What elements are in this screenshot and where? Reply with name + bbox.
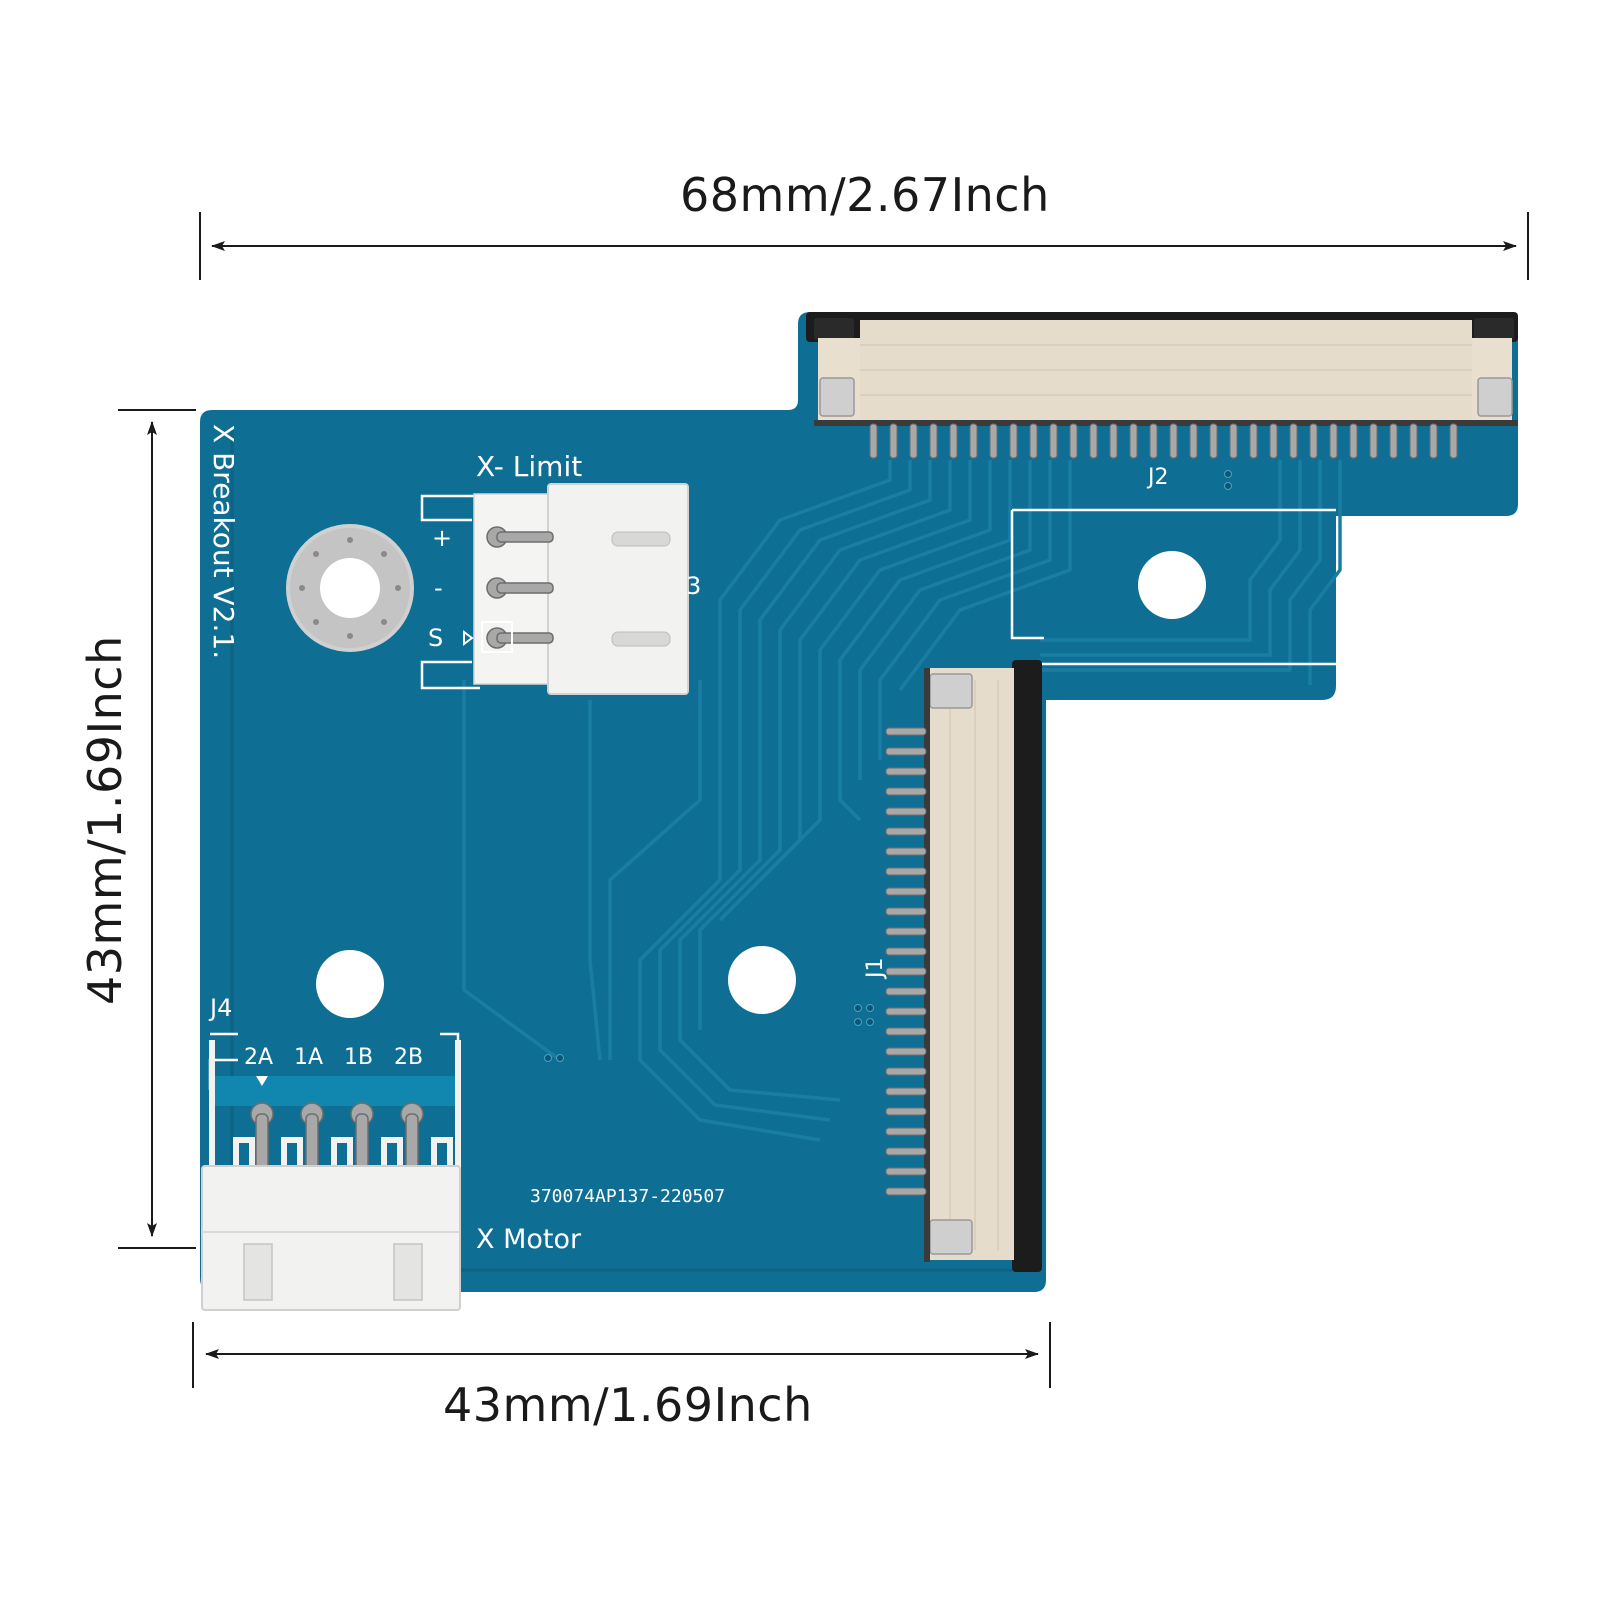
motor-label: X Motor bbox=[476, 1224, 582, 1255]
ffc-pin bbox=[1149, 423, 1158, 459]
motor-connector bbox=[201, 1040, 461, 1311]
motor-pin-2a: 2A bbox=[244, 1045, 273, 1070]
ffc-pin bbox=[1389, 423, 1398, 459]
ffc-pin bbox=[885, 1167, 927, 1176]
ffc-pin bbox=[869, 423, 878, 459]
ffc-pin bbox=[885, 1147, 927, 1156]
limit-pin-minus: - bbox=[434, 574, 443, 602]
ffc-pin bbox=[885, 1087, 927, 1096]
ffc-pin bbox=[885, 1067, 927, 1076]
ffc-pin bbox=[1369, 423, 1378, 459]
ffc-pin bbox=[885, 927, 927, 936]
motor-pin-2b: 2B bbox=[394, 1045, 423, 1070]
connector-j2-ref: J2 bbox=[1146, 465, 1169, 490]
width-dimension-label: 68mm/2.67Inch bbox=[680, 168, 1050, 222]
ffc-pin bbox=[885, 867, 927, 876]
dimension-lines bbox=[118, 212, 1529, 1388]
mounting-hole-plated bbox=[286, 524, 414, 652]
ffc-pin bbox=[885, 987, 927, 996]
ffc-pin bbox=[1289, 423, 1298, 459]
ffc-pin bbox=[1029, 423, 1038, 459]
ffc-pin bbox=[1429, 423, 1438, 459]
ffc-pin bbox=[1269, 423, 1278, 459]
ffc-pin bbox=[885, 827, 927, 836]
mounting-hole bbox=[728, 946, 796, 1014]
ffc-pin bbox=[1109, 423, 1118, 459]
ffc-pin bbox=[969, 423, 978, 459]
ffc-pin bbox=[1189, 423, 1198, 459]
ffc-pin bbox=[885, 807, 927, 816]
board-title: X Breakout V2.1. bbox=[207, 424, 240, 659]
ffc-pin bbox=[1249, 423, 1258, 459]
ffc-pin bbox=[1309, 423, 1318, 459]
ffc-pin bbox=[885, 1107, 927, 1116]
mounting-hole bbox=[1138, 551, 1206, 619]
height-dimension-label: 43mm/1.69Inch bbox=[78, 635, 132, 1005]
ffc-pin bbox=[885, 1187, 927, 1196]
ffc-pin bbox=[949, 423, 958, 459]
motor-connector-ref: J4 bbox=[208, 994, 232, 1022]
ffc-pin bbox=[885, 1007, 927, 1016]
limit-connector bbox=[463, 483, 689, 695]
connector-j1-ref: J1 bbox=[863, 958, 888, 981]
ffc-pin bbox=[1129, 423, 1138, 459]
limit-pin-signal: S bbox=[428, 624, 443, 652]
silkscreen-outlines bbox=[208, 494, 1336, 1090]
ffc-pin bbox=[885, 727, 927, 736]
ffc-pin bbox=[1169, 423, 1178, 459]
ffc-pin bbox=[885, 787, 927, 796]
bottom-width-dimension-label: 43mm/1.69Inch bbox=[443, 1378, 813, 1432]
limit-header-label: X- Limit bbox=[476, 450, 582, 483]
silkscreen-text: X Breakout V2.1. X- Limit + - S 3 J4 2A … bbox=[207, 424, 1169, 1255]
connector-j1 bbox=[885, 660, 1042, 1272]
ffc-pin bbox=[929, 423, 938, 459]
ffc-pin bbox=[1329, 423, 1338, 459]
serial-number: 370074AP137-220507 bbox=[530, 1186, 725, 1207]
ffc-pin bbox=[1229, 423, 1238, 459]
ffc-pin bbox=[889, 423, 898, 459]
ffc-pin bbox=[1449, 423, 1458, 459]
mounting-hole bbox=[316, 950, 384, 1018]
motor-pin-1a: 1A bbox=[294, 1045, 323, 1070]
ffc-pin bbox=[885, 967, 927, 976]
ffc-pin bbox=[1009, 423, 1018, 459]
pcb-traces bbox=[462, 460, 1342, 1142]
ffc-pin bbox=[885, 947, 927, 956]
ffc-pin bbox=[885, 907, 927, 916]
ffc-pin bbox=[1209, 423, 1218, 459]
ffc-pin bbox=[885, 887, 927, 896]
ffc-pin bbox=[1069, 423, 1078, 459]
ffc-pin bbox=[1049, 423, 1058, 459]
ffc-pin bbox=[1349, 423, 1358, 459]
ffc-pin bbox=[885, 847, 927, 856]
ffc-pin bbox=[885, 1127, 927, 1136]
ffc-pin bbox=[885, 1027, 927, 1036]
vias bbox=[544, 470, 1232, 1062]
ffc-pin bbox=[1089, 423, 1098, 459]
motor-pin-1b: 1B bbox=[344, 1045, 373, 1070]
connector-j2 bbox=[806, 312, 1518, 459]
ffc-pin bbox=[885, 767, 927, 776]
ffc-pin bbox=[909, 423, 918, 459]
unlabeled-marking: 3 bbox=[686, 572, 701, 600]
ffc-pin bbox=[885, 747, 927, 756]
ffc-pin bbox=[989, 423, 998, 459]
limit-pin-plus: + bbox=[432, 524, 452, 552]
ffc-pin bbox=[885, 1047, 927, 1056]
ffc-pin bbox=[1409, 423, 1418, 459]
